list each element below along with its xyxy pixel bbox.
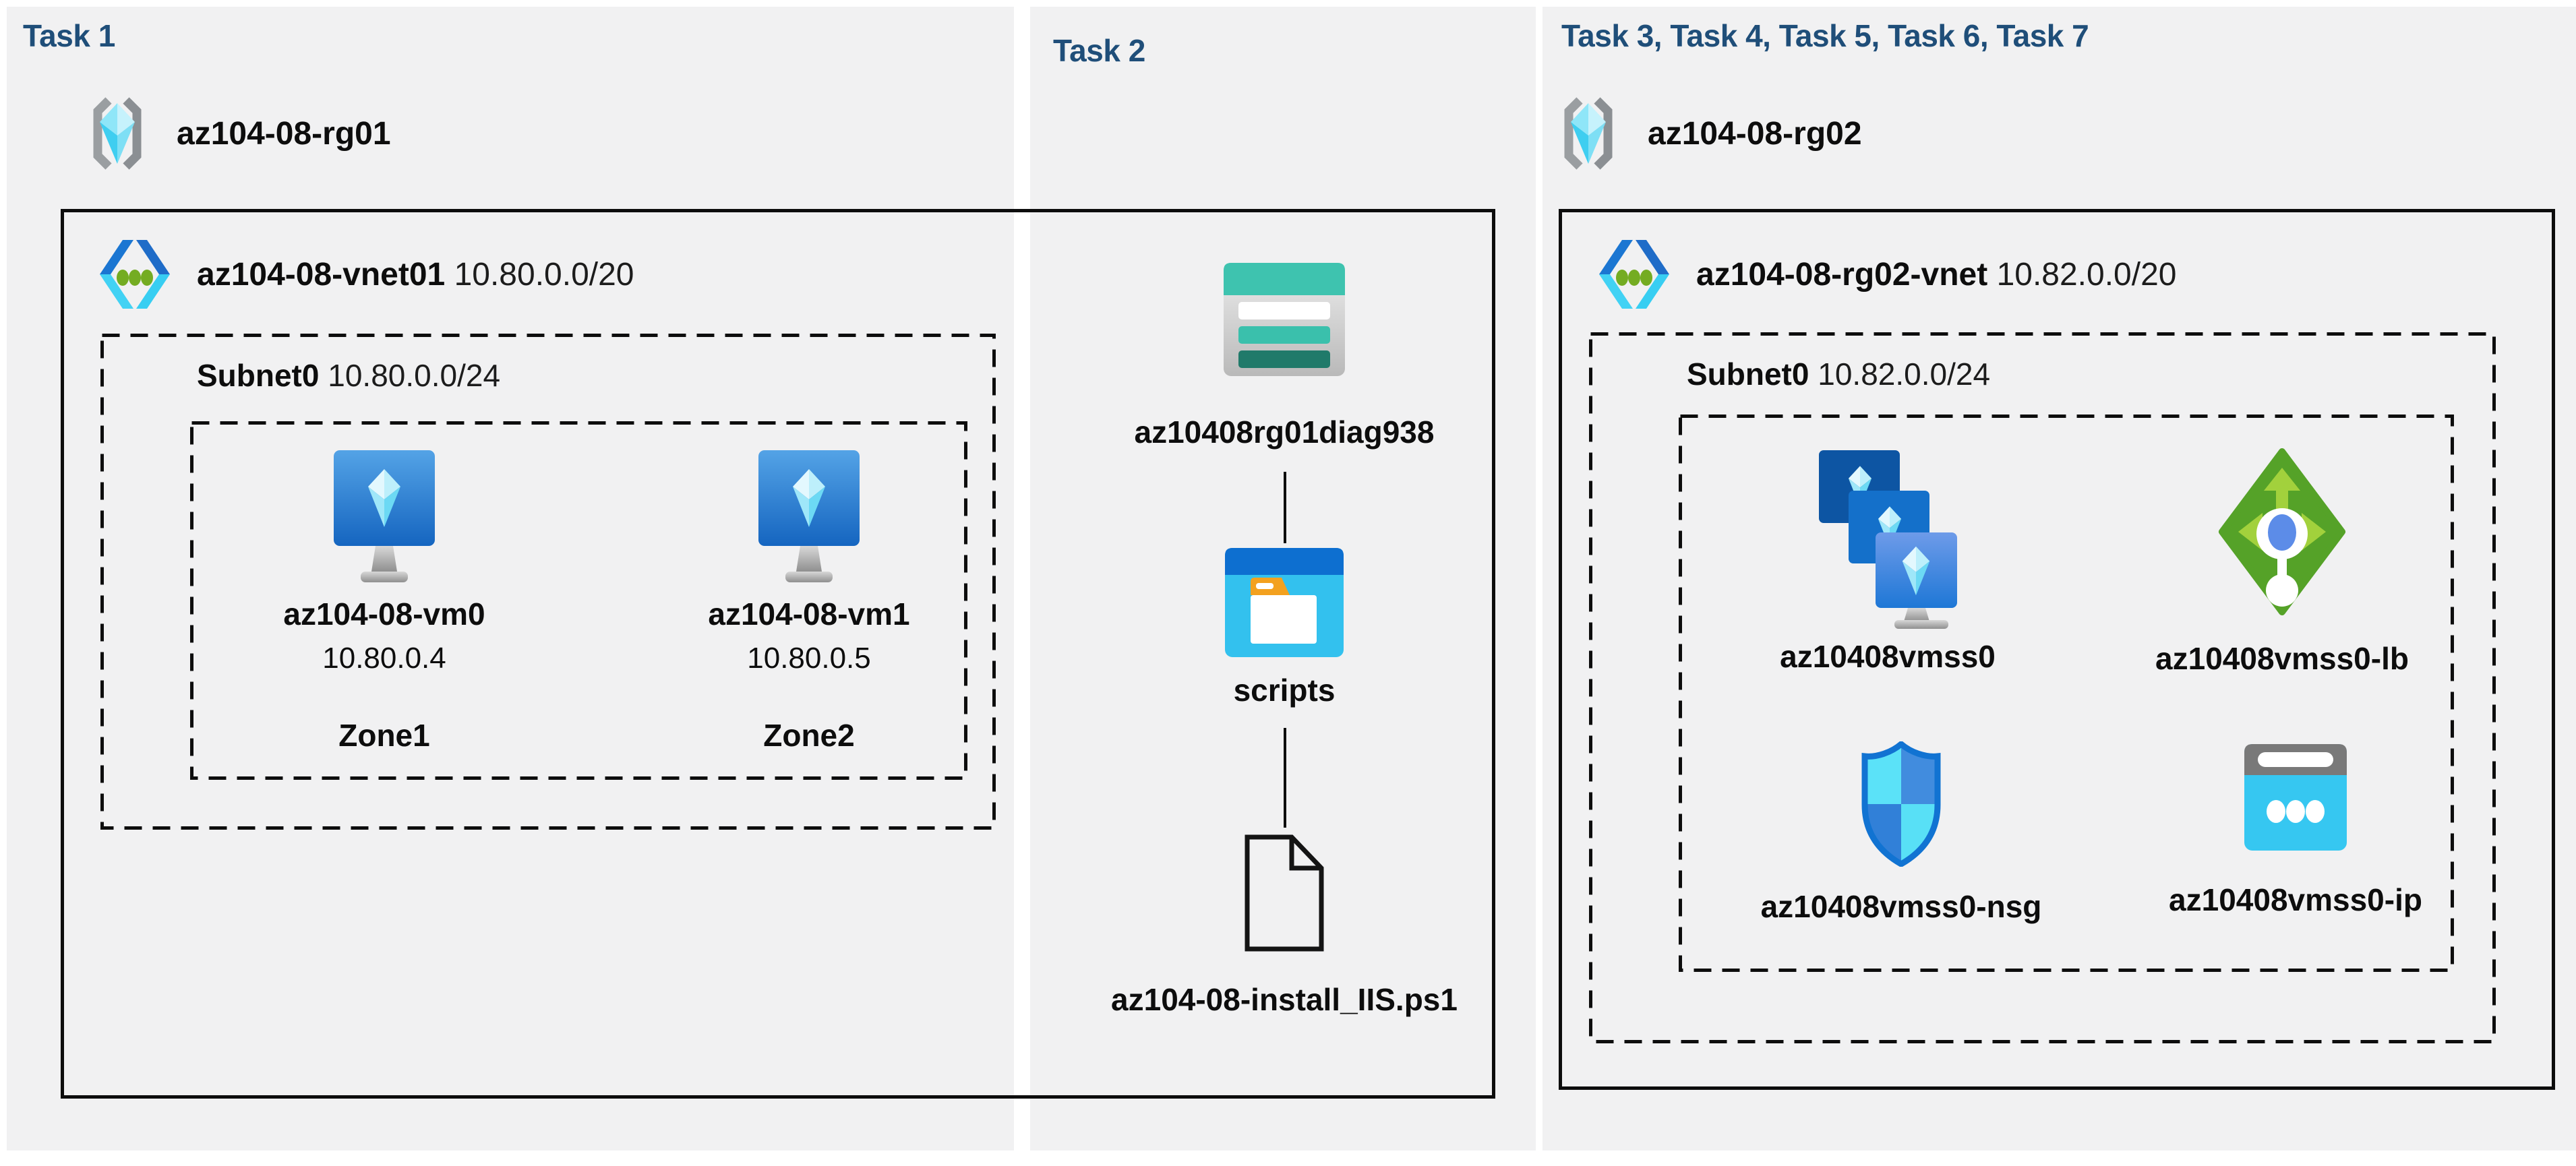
task1-title: Task 1 [23, 18, 115, 53]
panel-task1 [7, 7, 1014, 1150]
vmss-node: az10408vmss0 [1746, 450, 2029, 675]
vm-scale-set-icon [1818, 450, 1957, 629]
vm-node: az104-08-vm0 10.80.0.4 Zone1 [249, 450, 519, 754]
subnet-name: Subnet0 [197, 358, 320, 393]
vnet-cidr: 10.82.0.0/20 [1996, 256, 2177, 293]
panel-task3 [1542, 7, 2576, 1150]
storage-account-icon [1224, 263, 1345, 376]
vm-name: az104-08-vm1 [708, 596, 910, 632]
vmss-label: az10408vmss0 [1780, 639, 1996, 674]
task3-title: Task 3, Task 4, Task 5, Task 6, Task 7 [1561, 18, 2089, 53]
virtual-machine-icon [758, 450, 860, 585]
storage-account-label: az10408rg01diag938 [1134, 415, 1435, 450]
vm-name: az104-08-vm0 [283, 596, 485, 632]
vnet-name: az104-08-rg02-vnet [1696, 256, 1988, 293]
subnet-name: Subnet0 [1687, 357, 1809, 392]
vnet-header-vnet01: az104-08-vnet01 10.80.0.0/20 [98, 239, 634, 310]
vnet-name: az104-08-vnet01 [197, 256, 446, 293]
resource-group-header-rg01: az104-08-rg01 [88, 96, 391, 171]
task2-title: Task 2 [1053, 33, 1145, 68]
resource-group-label: az104-08-rg02 [1648, 115, 1862, 152]
vnet-box-vnet01 [61, 209, 1495, 1099]
vnet-box-rg02-vnet [1559, 209, 2555, 1090]
subnet-box [1589, 332, 2496, 1043]
resource-group-inner-box [1679, 415, 2454, 972]
vnet-header-rg02-vnet: az104-08-rg02-vnet 10.82.0.0/20 [1598, 239, 2176, 310]
script-file-icon [1242, 832, 1327, 954]
connector-line [1284, 472, 1286, 543]
virtual-network-icon [1598, 239, 1671, 310]
container-label: scripts [1233, 673, 1336, 708]
vm-ip: 10.80.0.5 [747, 642, 871, 675]
resource-group-icon [1559, 96, 1618, 171]
subnet-label: Subnet0 10.82.0.0/24 [1687, 356, 1990, 392]
virtual-network-icon [98, 239, 171, 310]
blob-container-node: scripts [1082, 548, 1487, 708]
script-file-label: az104-08-install_IIS.ps1 [1111, 982, 1458, 1017]
nsg-node: az10408vmss0-nsg [1760, 741, 2043, 925]
public-ip-label: az10408vmss0-ip [2169, 882, 2422, 917]
zone-box [190, 421, 967, 780]
subnet-cidr: 10.80.0.0/24 [328, 358, 501, 393]
blob-container-icon [1225, 548, 1344, 657]
connector-line [1284, 728, 1286, 828]
vnet-label: az104-08-rg02-vnet 10.82.0.0/20 [1696, 256, 2176, 293]
subnet-label: Subnet0 10.80.0.0/24 [197, 357, 500, 394]
script-file-node: az104-08-install_IIS.ps1 [1082, 832, 1487, 1018]
public-ip-node: az10408vmss0-ip [2154, 744, 2437, 918]
vnet-label: az104-08-vnet01 10.80.0.0/20 [197, 256, 634, 293]
load-balancer-icon [2218, 448, 2346, 616]
resource-group-label: az104-08-rg01 [177, 115, 391, 152]
load-balancer-node: az10408vmss0-lb [2140, 448, 2424, 677]
storage-account-node: az10408rg01diag938 [1082, 263, 1487, 450]
resource-group-header-rg02: az104-08-rg02 [1559, 96, 1862, 171]
vm-zone: Zone1 [338, 718, 430, 753]
vm-node: az104-08-vm1 10.80.0.5 Zone2 [674, 450, 944, 754]
subnet-cidr: 10.82.0.0/24 [1818, 357, 1991, 392]
load-balancer-label: az10408vmss0-lb [2155, 641, 2409, 676]
nsg-label: az10408vmss0-nsg [1760, 889, 2042, 924]
public-ip-icon [2244, 744, 2347, 851]
vm-ip: 10.80.0.4 [322, 642, 446, 675]
resource-group-icon [88, 96, 147, 171]
virtual-machine-icon [334, 450, 435, 585]
subnet-box [100, 334, 996, 830]
vnet-cidr: 10.80.0.0/20 [454, 256, 634, 293]
vm-zone: Zone2 [763, 718, 855, 753]
network-security-group-icon [1857, 741, 1946, 867]
